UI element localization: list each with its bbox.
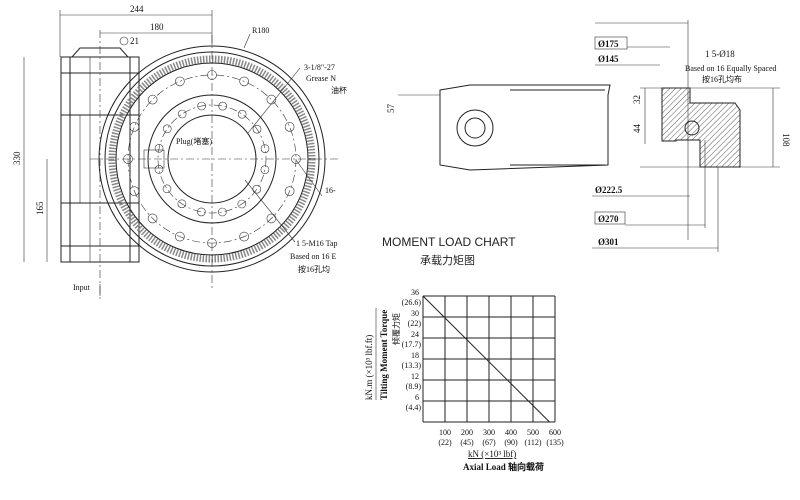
chart-subtitle: 承载力矩图 [420,254,475,267]
dim-222: Ø222.5 [595,185,623,195]
y-tick-alt-label: (17.7) [402,340,422,349]
tap-hole [154,165,164,174]
y-axis-units: kN.m (×10³ lbf.ft) [364,335,374,400]
input-label: Input [73,283,91,292]
x-tick-label: 500 [527,428,539,437]
plug-label: Plug(堵塞) [176,136,212,146]
section-view: Ø175 Ø145 1 5-Ø18 Based on 16 Equally Sp… [386,20,791,252]
tap-label-2: Based on 16 E [290,252,337,261]
dim-145: Ø145 [598,54,619,64]
y-tick-alt-label: (8.9) [406,382,422,391]
y-tick-label: 6 [415,393,419,402]
dim-center-offset: 180 [150,22,164,32]
bolt-hole [284,122,295,132]
tap-hole [237,109,247,119]
bolt-hole [175,231,185,242]
tap-hole [197,101,206,111]
y-axis-label: Tilting Moment Torque [379,310,389,400]
moment-limit-line [422,295,550,423]
holes-spec-3: 按16孔均布 [702,74,742,84]
holes-spec: 1 5-Ø18 [705,49,735,59]
x-tick-label: 300 [483,428,495,437]
bolt-hole [147,213,158,224]
bolt-hole [207,70,217,80]
x-tick-alt-label: (45) [460,438,474,447]
bolt-hole [207,238,217,248]
dim-radius: R180 [252,26,269,35]
grease-label-3: 油杯 [331,85,347,95]
tap-hole [196,207,206,217]
x-axis-label: Axial Load 轴向载荷 [463,461,544,472]
x-tick-label: 400 [505,428,517,437]
x-tick-alt-label: (112) [524,438,541,447]
bolt-hole [123,154,133,164]
dim-half-height: 165 [35,201,45,215]
bolt-hole [129,122,140,132]
grease-label-2: Grease N [306,74,336,83]
tap-hole [162,124,172,134]
tap-hole [260,144,270,153]
x-tick-alt-label: (67) [482,438,496,447]
tap-hole [218,101,228,111]
x-tick-alt-label: (22) [438,438,452,447]
tap-hole [177,199,187,209]
dim-44: 44 [632,124,642,134]
x-tick-alt-label: (135) [546,438,564,447]
x-tick-label: 600 [549,428,561,437]
chart-title: MOMENT LOAD CHART [382,235,516,249]
holes-spec-2: Based on 16 Equally Spaced [685,64,777,73]
x-axis-units: kN (×10³ lbf) [468,449,516,459]
y-tick-label: 30 [411,309,419,318]
y-tick-label: 18 [411,351,419,360]
tap-hole [237,199,247,209]
bolt-hole [175,76,185,87]
y-tick-alt-label: (26.6) [402,298,422,307]
dim-301: Ø301 [598,237,619,247]
dim-height: 330 [12,151,22,165]
bolt-hole [239,231,249,242]
dim-108: 108 [781,133,791,147]
tap-hole [177,109,187,119]
tap-label-3: 按16孔均 [298,264,330,274]
y-axis-label-cn: 倾覆力矩 [391,313,401,345]
x-tick-label: 100 [439,428,451,437]
slewing-ring [90,35,340,290]
bolt-hole [291,154,301,164]
x-tick-alt-label: (90) [504,438,518,447]
bolt-hole [239,76,249,87]
tap-hole [162,184,172,194]
tap-hole [252,184,262,194]
dim-hole: 21 [130,36,139,46]
tap-hole [154,143,164,153]
y-tick-label: 12 [411,372,419,381]
front-view: 244 180 21 R180 330 165 Plug(堵塞) 3-1/8"-… [12,4,347,300]
y-tick-label: 24 [411,330,419,339]
dim-270: Ø270 [598,214,619,224]
holes-label: 16- [325,186,336,195]
tap-hole [260,165,270,175]
y-tick-alt-label: (4.4) [406,403,422,412]
dim-32: 32 [632,95,642,104]
bolt-hole [129,186,140,196]
hole-diameter-symbol [119,36,129,46]
tap-label: 1 5-M16 Tap [296,239,338,248]
bolt-hole [147,94,158,105]
moment-load-chart: MOMENT LOAD CHART 承载力矩图 100(22)200(45)30… [364,235,564,472]
tap-hole [252,124,262,134]
tap-hole [218,207,227,217]
gearbox-housing [60,30,140,300]
dim-175: Ø175 [598,39,619,49]
y-tick-label: 36 [411,288,419,297]
dim-57: 57 [386,104,396,114]
bolt-hole [284,186,295,196]
dim-width: 244 [130,4,144,14]
x-tick-label: 200 [461,428,473,437]
y-tick-alt-label: (22) [408,319,422,328]
y-tick-alt-label: (13.3) [402,361,422,370]
grease-label: 3-1/8"-27 [304,63,335,72]
